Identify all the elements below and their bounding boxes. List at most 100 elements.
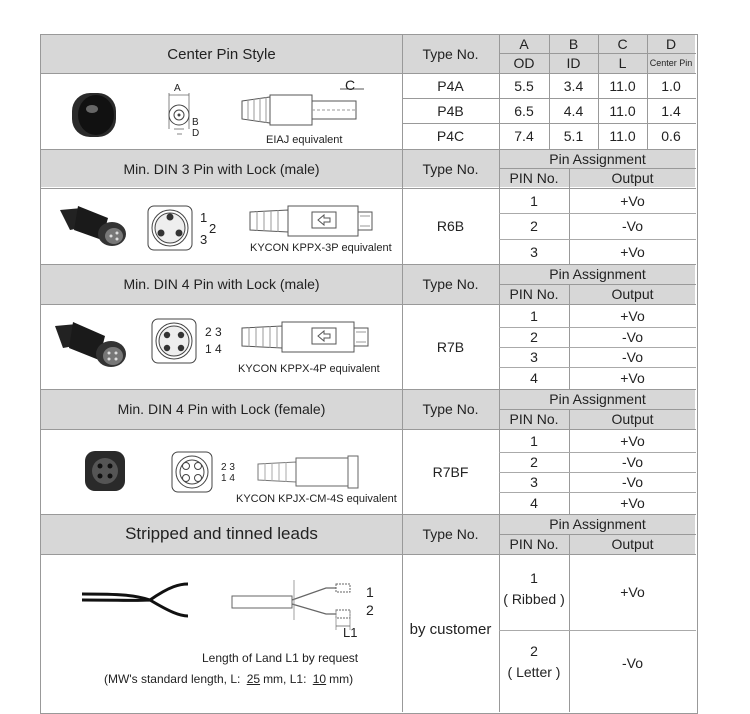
din4-plug-photo	[55, 322, 126, 367]
type-value: R6B	[436, 218, 465, 234]
wire-label-2: 2	[366, 602, 374, 618]
din3-side-diagram	[249, 205, 373, 237]
pin-output: +Vo	[620, 432, 645, 449]
type-value: by customer	[409, 620, 492, 638]
pin-assignment-header: Pin Assignment	[549, 391, 646, 407]
pin-assignment-header: Pin Assignment	[549, 516, 646, 532]
table-row-type: P4A	[437, 77, 464, 94]
din3-title: Min. DIN 3 Pin with Lock (male)	[123, 160, 320, 177]
pin-label-bottom: 1 4	[221, 473, 235, 484]
table-row-type: P4C	[436, 128, 465, 144]
wire-label-1: 1	[366, 584, 374, 600]
pin-assignment-header: Pin Assignment	[549, 150, 646, 167]
pin-output: -Vo	[621, 218, 643, 234]
table-cell: 5.5	[514, 77, 534, 94]
pin-no: 2	[530, 454, 538, 470]
center-pin-title: Center Pin Style	[167, 45, 276, 63]
table-cell: 3.4	[563, 77, 584, 94]
pin-no: 1	[530, 570, 538, 586]
table-cell: 5.1	[563, 128, 584, 144]
din4f-face-diagram	[171, 451, 213, 493]
stripped-lead-diagram	[231, 580, 351, 630]
pin-assignment-header: Pin Assignment	[549, 266, 646, 282]
pin-no: 2	[530, 218, 538, 234]
barrel-end-diagram	[168, 93, 190, 135]
wire-label-l1: L1	[343, 625, 358, 640]
barrel-plug-side-diagram	[241, 88, 364, 126]
pin-label-1: 1	[200, 210, 208, 225]
leads-title: Stripped and tinned leads	[125, 524, 318, 543]
pin-no: 2	[530, 329, 538, 345]
col-name-id: ID	[566, 55, 581, 71]
output-header: Output	[611, 536, 654, 552]
land-length-note: Length of Land L1 by request	[202, 651, 359, 665]
col-letter-b: B	[568, 36, 579, 52]
din4f-socket-photo	[85, 451, 125, 491]
twin-wire-photo	[81, 582, 189, 618]
dim-label-d: D	[192, 128, 200, 139]
table-cell: 11.0	[609, 77, 636, 94]
eiaj-caption: EIAJ equivalent	[266, 134, 343, 146]
din4m-title: Min. DIN 4 Pin with Lock (male)	[123, 276, 320, 292]
pin-no-header: PIN No.	[509, 170, 559, 186]
table-cell: 1.4	[661, 102, 681, 119]
kycon-4s-caption: KYCON KPJX-CM-4S equivalent	[236, 493, 397, 505]
pin-label-3: 3	[200, 232, 208, 247]
din4f-title: Min. DIN 4 Pin with Lock (female)	[117, 401, 326, 417]
type-value: R7B	[436, 338, 465, 355]
din4m-face-diagram	[151, 318, 197, 364]
pin-no: 1	[530, 432, 538, 449]
barrel-plug-photo	[72, 93, 116, 137]
pin-label-2: 2	[209, 221, 217, 236]
pin-no-header: PIN No.	[509, 411, 559, 427]
table-cell: 11.0	[609, 128, 636, 144]
din4f-side-diagram	[257, 455, 359, 489]
pin-no-header: PIN No.	[509, 536, 559, 552]
col-name-center-pin: Center Pin	[649, 58, 693, 68]
pin-output: +Vo	[620, 307, 645, 324]
din3-plug-photo	[60, 206, 126, 246]
type-no-header: Type No.	[422, 160, 479, 177]
kycon-4p-caption: KYCON KPPX-4P equivalent	[238, 363, 380, 375]
pin-output: +Vo	[620, 192, 645, 209]
pin-label-bottom: 1 4	[205, 342, 222, 356]
col-letter-c: C	[617, 36, 628, 52]
pin-no: 3	[530, 474, 538, 490]
dim-label-a: A	[174, 83, 181, 94]
table-cell: 6.5	[514, 102, 534, 119]
pin-output: -Vo	[621, 329, 643, 345]
pin-no-header: PIN No.	[509, 286, 559, 302]
output-header: Output	[611, 411, 654, 427]
output-header: Output	[611, 286, 654, 302]
table-cell: 1.0	[661, 77, 681, 94]
pin-sub: ( Ribbed )	[503, 591, 565, 607]
table-cell: 0.6	[661, 128, 681, 144]
dim-label-c: C	[345, 77, 356, 93]
pin-no: 1	[530, 192, 538, 209]
pin-no: 3	[530, 243, 538, 260]
pin-output: +Vo	[620, 243, 645, 260]
pin-no: 4	[530, 495, 538, 511]
kycon-3p-caption: KYCON KPPX-3P equivalent	[250, 242, 392, 254]
pin-label-top: 2 3	[205, 325, 222, 339]
pin-sub: ( Letter )	[507, 664, 561, 680]
pin-no: 1	[530, 307, 538, 324]
dim-label-b: B	[192, 117, 199, 128]
type-no-header: Type No.	[422, 276, 479, 292]
col-name-od: OD	[513, 55, 535, 71]
type-value: R7BF	[432, 463, 469, 480]
din3-face-diagram	[147, 205, 193, 251]
pin-output: -Vo	[621, 454, 643, 470]
pin-output: +Vo	[620, 370, 645, 386]
col-name-l: L	[618, 55, 627, 71]
table-cell: 4.4	[563, 102, 584, 119]
output-header: Output	[611, 170, 654, 186]
pin-no: 4	[530, 370, 538, 386]
din4m-side-diagram	[241, 321, 369, 353]
col-letter-d: D	[665, 36, 677, 52]
pin-output: +Vo	[620, 495, 645, 511]
pin-output: -Vo	[621, 349, 643, 365]
table-row-type: P4B	[437, 102, 464, 119]
table-cell: 11.0	[609, 102, 636, 119]
